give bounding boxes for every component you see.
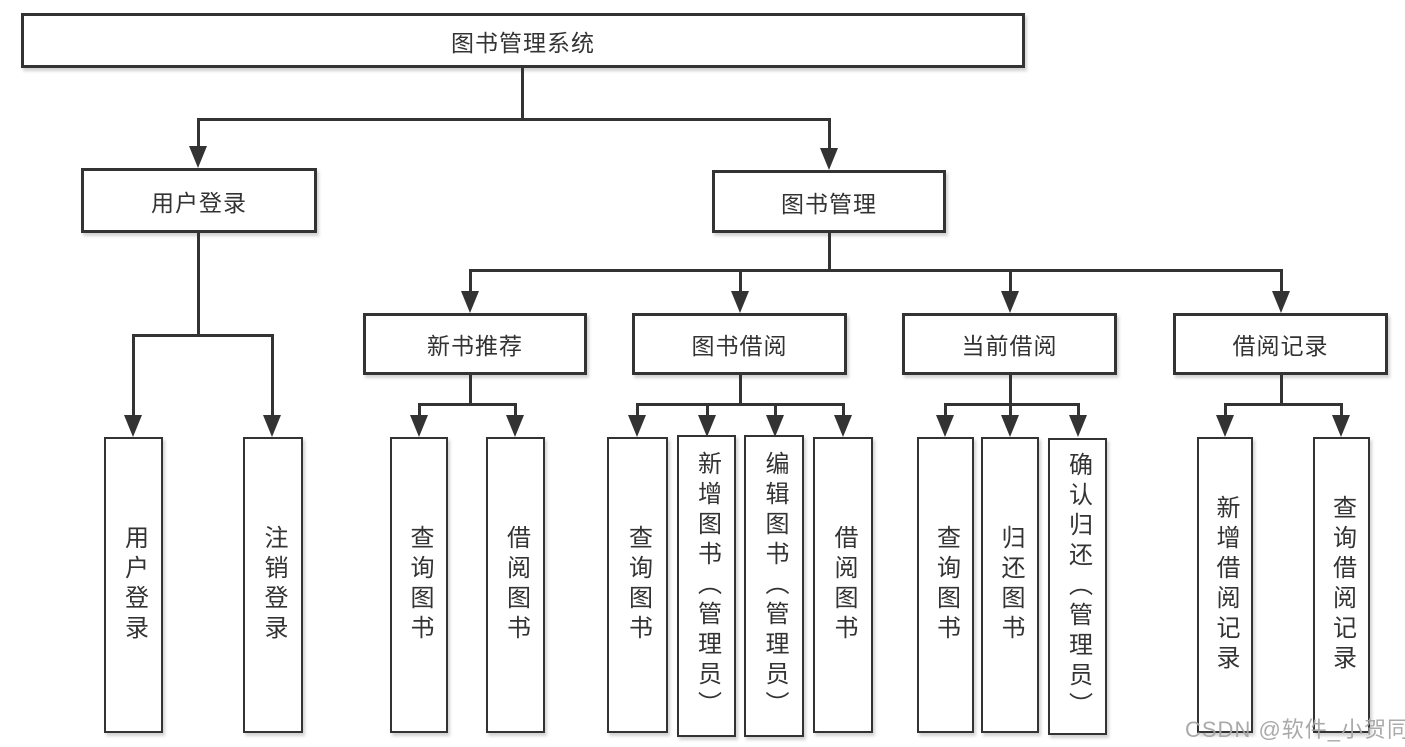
connector-line xyxy=(1224,403,1343,406)
connector-line xyxy=(706,403,709,418)
node-book-borrowing: 图书借阅 xyxy=(632,313,847,375)
node-borrowing-records: 借阅记录 xyxy=(1173,313,1388,375)
connector-line xyxy=(197,118,831,121)
node-label: 新书推荐 xyxy=(427,333,523,359)
connector-line xyxy=(828,118,831,150)
node-label: 用户登录 xyxy=(151,189,247,216)
leaf-label: 借阅图书 xyxy=(502,525,530,645)
node-user-login: 用户登录 xyxy=(81,168,317,233)
leaf-label: 借阅图书 xyxy=(830,525,857,645)
leaf-logout: 注销登录 xyxy=(243,437,303,733)
connector-line xyxy=(739,374,742,406)
leaf-label: 查询图书 xyxy=(406,525,433,645)
connector-line xyxy=(1009,403,1012,418)
connector-line xyxy=(514,403,517,418)
connector-line xyxy=(1009,374,1012,406)
node-current-borrowing: 当前借阅 xyxy=(902,313,1117,375)
leaf-label: 查询图书 xyxy=(624,525,652,645)
connector-line xyxy=(132,334,274,337)
arrow-down-icon xyxy=(1216,415,1234,437)
arrow-down-icon xyxy=(936,415,954,437)
node-root-library-system: 图书管理系统 xyxy=(21,13,1025,68)
arrow-down-icon xyxy=(766,415,784,437)
connector-line xyxy=(197,232,200,337)
connector-line xyxy=(842,403,845,418)
leaf-label: 查询图书 xyxy=(932,525,960,645)
arrow-down-icon xyxy=(1001,415,1019,437)
leaf-query-borrow-record: 查询借阅记录 xyxy=(1313,437,1370,733)
node-label: 图书管理 xyxy=(781,190,877,217)
connector-line xyxy=(828,232,831,271)
connector-line xyxy=(636,403,845,406)
connector-line xyxy=(774,403,777,418)
node-label: 借阅记录 xyxy=(1232,333,1329,359)
arrow-down-icon xyxy=(461,291,479,313)
connector-line xyxy=(1280,374,1283,406)
leaf-query-books: 查询图书 xyxy=(917,437,974,733)
connector-line xyxy=(636,403,639,418)
leaf-label: 编辑图书（管理员） xyxy=(761,451,788,721)
leaf-edit-books-admin: 编辑图书（管理员） xyxy=(744,435,804,737)
connector-line xyxy=(521,68,524,120)
connector-line xyxy=(1280,269,1283,294)
connector-line xyxy=(469,269,472,294)
arrow-down-icon xyxy=(189,146,207,168)
leaf-query-books: 查询图书 xyxy=(390,437,448,733)
connector-line xyxy=(1340,403,1343,418)
arrow-down-icon xyxy=(410,415,428,437)
arrow-down-icon xyxy=(1001,291,1019,313)
leaf-query-books: 查询图书 xyxy=(607,437,668,733)
connector-line xyxy=(418,403,421,418)
connector-line xyxy=(418,403,517,406)
node-book-management: 图书管理 xyxy=(712,170,946,233)
connector-line xyxy=(469,374,472,406)
arrow-down-icon xyxy=(506,415,524,437)
arrow-down-icon xyxy=(628,415,646,437)
connector-line xyxy=(944,403,1080,406)
connector-line xyxy=(271,334,274,418)
leaf-borrow-books: 借阅图书 xyxy=(486,437,545,733)
leaf-label: 归还图书 xyxy=(997,525,1024,645)
arrow-down-icon xyxy=(124,415,142,437)
node-new-book-recommendation: 新书推荐 xyxy=(363,313,587,375)
leaf-label: 确认归还（管理员） xyxy=(1064,451,1092,722)
connector-line xyxy=(469,269,1283,272)
arrow-down-icon xyxy=(698,415,716,437)
leaf-label: 新增借阅记录 xyxy=(1212,495,1239,675)
leaf-confirm-return-admin: 确认归还（管理员） xyxy=(1048,438,1107,735)
leaf-return-books: 归还图书 xyxy=(981,437,1039,733)
connector-line xyxy=(1224,403,1227,418)
arrow-down-icon xyxy=(1069,415,1087,437)
arrow-down-icon xyxy=(1272,291,1290,313)
arrow-down-icon xyxy=(731,291,749,313)
connector-line xyxy=(739,269,742,294)
node-label: 图书管理系统 xyxy=(451,29,595,56)
arrow-down-icon xyxy=(1332,415,1350,437)
connector-line xyxy=(132,334,135,418)
node-label: 图书借阅 xyxy=(691,333,788,359)
leaf-label: 查询借阅记录 xyxy=(1328,495,1356,675)
leaf-label: 用户登录 xyxy=(120,525,148,645)
leaf-label: 注销登录 xyxy=(260,525,287,645)
csdn-watermark: CSDN @软件_小贺同学 xyxy=(1185,717,1405,742)
leaf-label: 新增图书（管理员） xyxy=(693,451,721,721)
leaf-user-login: 用户登录 xyxy=(104,437,163,733)
connector-line xyxy=(197,118,200,148)
leaf-add-books-admin: 新增图书（管理员） xyxy=(677,435,736,737)
leaf-borrow-books: 借阅图书 xyxy=(813,437,873,733)
arrow-down-icon xyxy=(820,148,838,170)
node-label: 当前借阅 xyxy=(961,333,1058,359)
arrow-down-icon xyxy=(834,415,852,437)
leaf-add-borrow-record: 新增借阅记录 xyxy=(1197,437,1253,733)
connector-line xyxy=(1009,269,1012,294)
connector-line xyxy=(1077,403,1080,418)
arrow-down-icon xyxy=(263,415,281,437)
connector-line xyxy=(944,403,947,418)
